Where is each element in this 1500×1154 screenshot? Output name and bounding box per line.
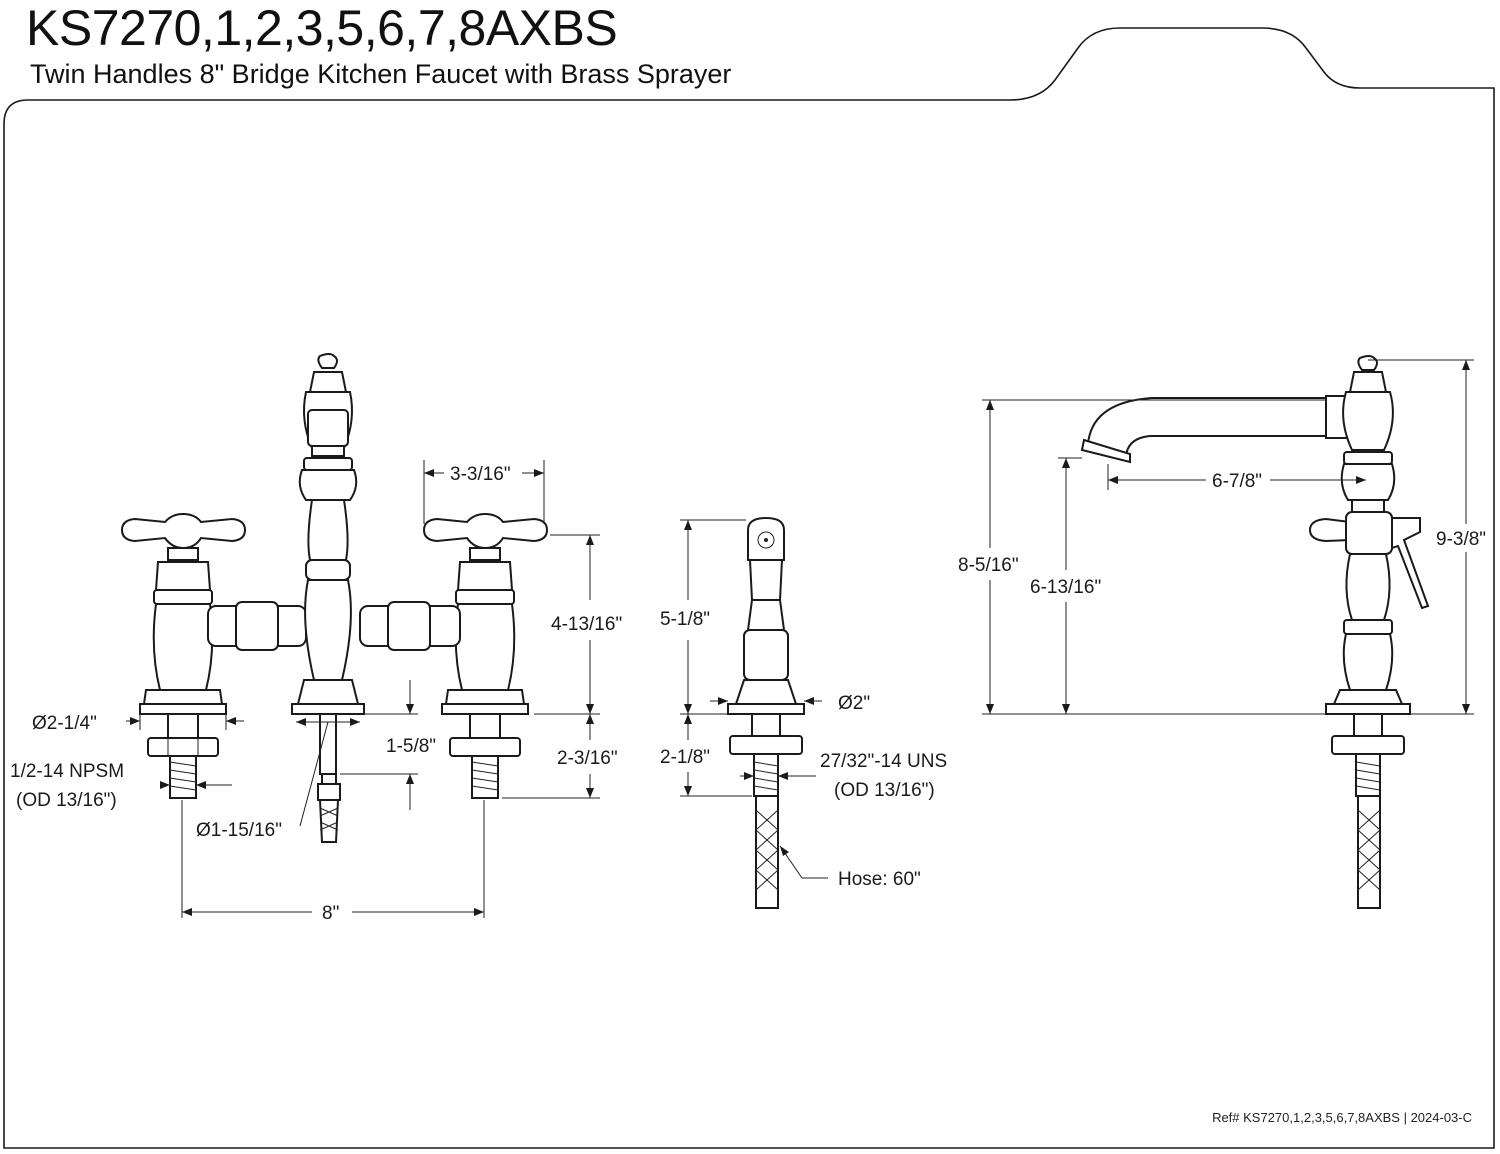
sprayer-view bbox=[727, 516, 805, 909]
faucet-front-view bbox=[120, 353, 549, 843]
page-title: KS7270,1,2,3,5,6,7,8AXBS bbox=[26, 0, 618, 56]
dim-outlet-diameter: Ø1-15/16" bbox=[196, 820, 282, 841]
dim-sprayer-height: 5-1/8" bbox=[660, 609, 710, 630]
dim-handle-height: 4-13/16" bbox=[551, 614, 622, 635]
dim-shank-length: 2-3/16" bbox=[557, 748, 618, 769]
dim-hose-length: Hose: 60" bbox=[838, 869, 921, 890]
dim-base-diameter: Ø2-1/4" bbox=[32, 713, 97, 734]
drawing-frame bbox=[3, 27, 1495, 1149]
dim-spout-clearance: 6-13/16" bbox=[1030, 577, 1101, 598]
dim-sprayer-thread-line2: (OD 13/16") bbox=[834, 780, 935, 801]
page-subtitle: Twin Handles 8" Bridge Kitchen Faucet wi… bbox=[30, 59, 732, 89]
dimension-lines-side bbox=[982, 359, 1474, 715]
dim-spout-reach: 6-7/8" bbox=[1212, 471, 1262, 492]
dim-thread-spec-line2: (OD 13/16") bbox=[16, 790, 117, 811]
dim-sprayer-base-diameter: Ø2" bbox=[838, 693, 870, 714]
dim-supply-height: 1-5/8" bbox=[386, 736, 436, 757]
dim-thread-spec-line1: 1/2-14 NPSM bbox=[10, 761, 124, 782]
reference-code: Ref# KS7270,1,2,3,5,6,7,8AXBS | 2024-03-… bbox=[1212, 1110, 1472, 1125]
dim-sprayer-shank: 2-1/8" bbox=[660, 747, 710, 768]
dim-sprayer-thread-line1: 27/32"-14 UNS bbox=[820, 751, 947, 772]
dimension-lines-sprayer bbox=[680, 519, 828, 879]
dim-overall-height: 9-3/8" bbox=[1436, 529, 1486, 550]
dim-spout-top-height: 8-5/16" bbox=[958, 555, 1019, 576]
faucet-side-view bbox=[1080, 355, 1430, 909]
dim-handle-spacing-top: 3-3/16" bbox=[450, 464, 511, 485]
dim-center-spacing: 8" bbox=[322, 903, 339, 924]
dimension-lines-front bbox=[126, 460, 600, 918]
